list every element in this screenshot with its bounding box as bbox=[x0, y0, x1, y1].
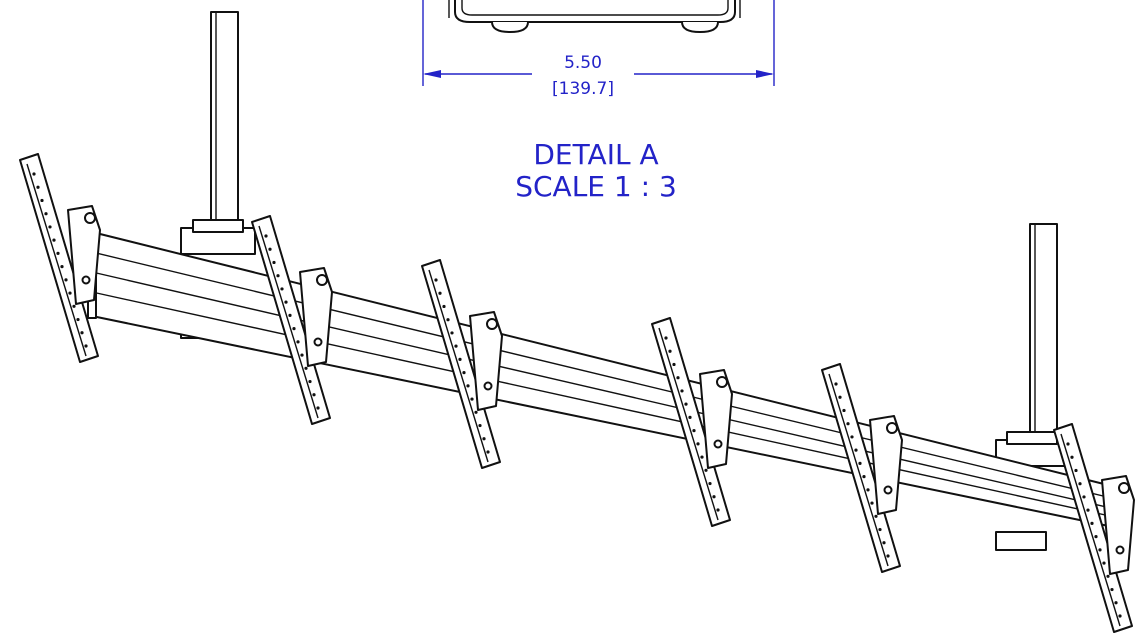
mount-bolt bbox=[883, 485, 893, 495]
pole-clamp-lower bbox=[995, 531, 1047, 551]
arrowhead-left bbox=[423, 70, 441, 78]
dimension-mm: [139.7] bbox=[552, 79, 614, 99]
tilt-knob bbox=[886, 422, 898, 434]
rail-track bbox=[91, 251, 1129, 503]
detail-scale: SCALE 1 : 3 bbox=[515, 170, 677, 203]
dimension-5-50: 5.50 [139.7] bbox=[422, 0, 775, 99]
mount-bolt bbox=[81, 275, 91, 285]
mount-bolt bbox=[483, 381, 493, 391]
detail-a-view bbox=[448, 0, 741, 33]
hinge-block bbox=[869, 415, 903, 515]
display-bracket bbox=[821, 363, 903, 573]
display-bracket bbox=[251, 215, 333, 425]
hinge-block bbox=[67, 205, 101, 305]
hinge-block bbox=[699, 369, 733, 469]
tilt-knob bbox=[316, 274, 328, 286]
mount-bolt bbox=[713, 439, 723, 449]
display-bracket bbox=[1053, 423, 1135, 633]
tilt-knob bbox=[486, 318, 498, 330]
dimension-inches: 5.50 bbox=[564, 53, 602, 73]
hinge-block bbox=[469, 311, 503, 411]
mount-bolt bbox=[313, 337, 323, 347]
bracket-group bbox=[19, 153, 1135, 633]
display-bracket bbox=[19, 153, 101, 363]
tilt-knob bbox=[84, 212, 96, 224]
detail-title: DETAIL A bbox=[533, 138, 658, 171]
rail-assembly bbox=[87, 227, 1129, 531]
hinge-block bbox=[299, 267, 333, 367]
display-bracket bbox=[651, 317, 733, 527]
arrowhead-right bbox=[756, 70, 774, 78]
display-bracket bbox=[421, 259, 503, 469]
detail-label: DETAIL A SCALE 1 : 3 bbox=[515, 138, 677, 203]
tilt-knob bbox=[1118, 482, 1130, 494]
rail-track bbox=[91, 291, 1129, 521]
tilt-knob bbox=[716, 376, 728, 388]
mount-bolt bbox=[1115, 545, 1125, 555]
hinge-block bbox=[1101, 475, 1135, 575]
rail-track bbox=[91, 271, 1129, 513]
